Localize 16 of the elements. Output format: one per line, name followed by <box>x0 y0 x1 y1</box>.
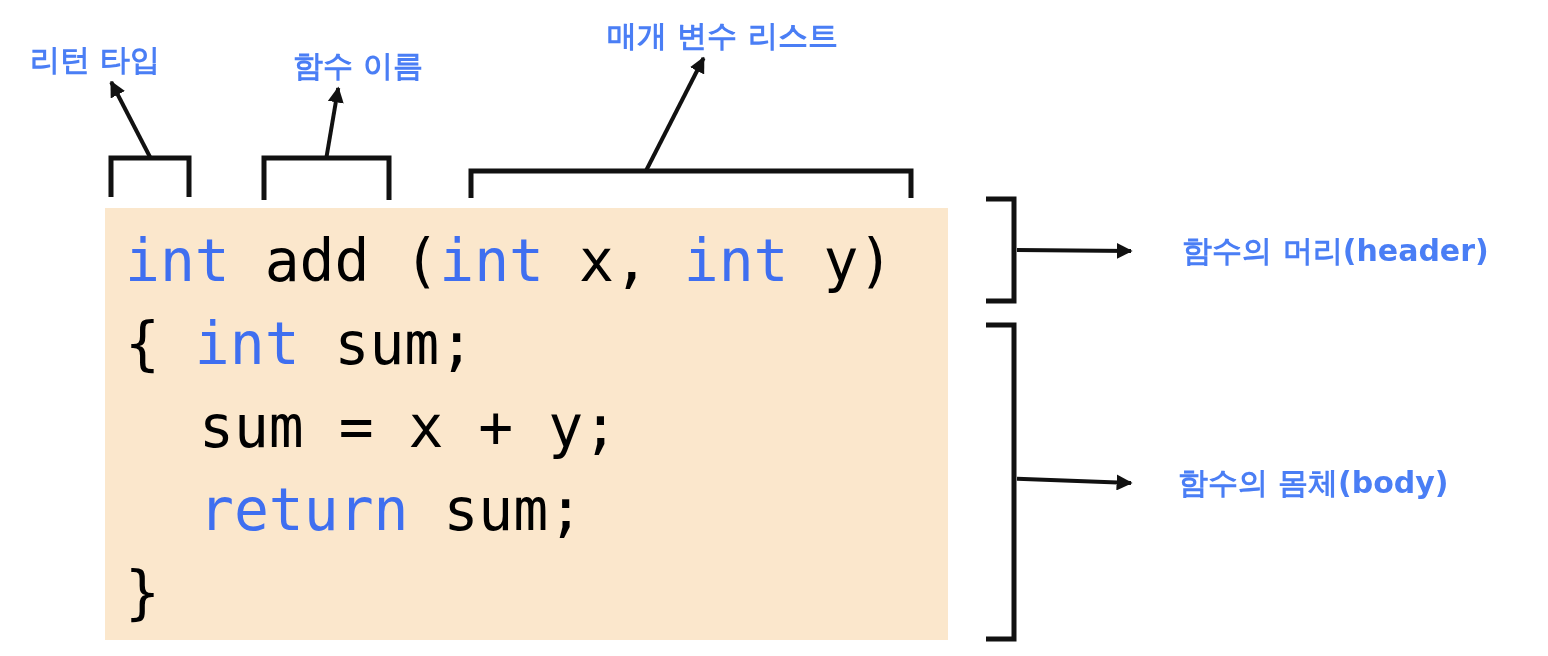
annotation-label: 함수의 몸체(body) <box>1133 460 1493 506</box>
arrow <box>644 56 706 171</box>
arrow <box>109 80 152 158</box>
code-line: int add (int x, int y) <box>125 226 894 297</box>
annotation-label: 매개 변수 리스트 <box>565 14 880 58</box>
code-line: sum = x + y; <box>199 392 619 463</box>
arrow <box>1016 474 1133 491</box>
code-line: return sum; <box>199 475 584 546</box>
annotation-label: 함수의 머리(header) <box>1133 228 1538 274</box>
annotation-label: 리턴 타입 <box>5 38 185 82</box>
code-panel <box>105 208 948 640</box>
arrow <box>1016 242 1133 259</box>
annotation-label: 함수 이름 <box>268 44 448 88</box>
code-line: { int sum; <box>125 309 475 380</box>
arrow <box>324 86 344 158</box>
code-line: } <box>125 558 160 629</box>
